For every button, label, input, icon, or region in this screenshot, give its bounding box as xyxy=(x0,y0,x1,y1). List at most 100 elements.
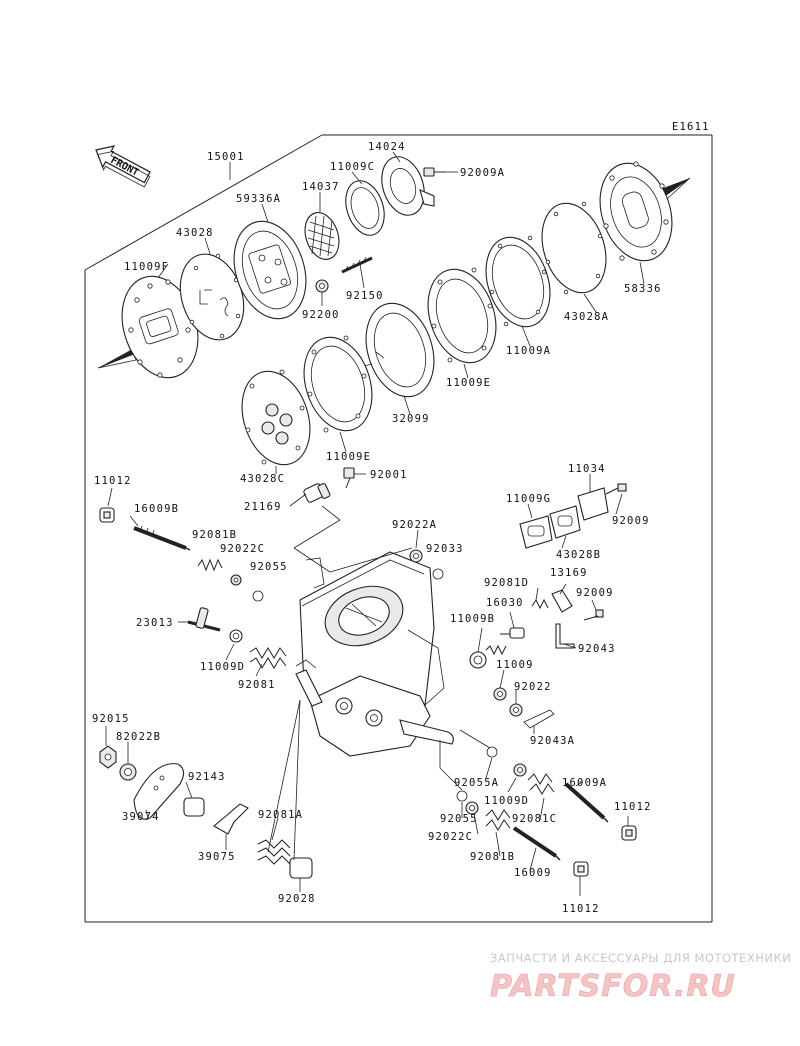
label-11009e-lower: 11009E xyxy=(326,451,371,463)
part-92150-bolt xyxy=(341,256,373,274)
label-11009b: 11009B xyxy=(450,613,495,625)
label-11012-lower: 11012 xyxy=(562,903,600,915)
label-92028: 92028 xyxy=(278,893,316,905)
label-16009a: 16009A xyxy=(562,777,607,789)
part-92043a-pin xyxy=(523,709,555,729)
part-11012-clip-lower xyxy=(573,861,589,877)
part-92009-screw-lower xyxy=(583,609,604,621)
label-11034: 11034 xyxy=(568,463,606,475)
label-32099: 32099 xyxy=(392,413,430,425)
label-11009a: 11009A xyxy=(506,345,551,357)
label-16009: 16009 xyxy=(514,867,552,879)
label-92055-lower: 92055 xyxy=(440,813,478,825)
part-11009d-oring-upper xyxy=(229,629,243,643)
part-92081d-spring xyxy=(531,598,549,610)
label-92001: 92001 xyxy=(370,469,408,481)
part-92009-screw-upper xyxy=(605,483,627,495)
part-92015-nut xyxy=(99,745,117,769)
part-43028b-gasket xyxy=(549,505,581,539)
part-11009f-plate xyxy=(121,275,199,379)
label-43028a: 43028A xyxy=(564,311,609,323)
label-92081b-upper: 92081B xyxy=(192,529,237,541)
part-11012-clip-middle xyxy=(621,825,637,841)
part-11009c-gasket xyxy=(345,180,385,236)
label-92009a: 92009A xyxy=(460,167,505,179)
part-32099-ring xyxy=(363,302,435,398)
part-11012-clip-upper xyxy=(99,507,115,523)
label-92150: 92150 xyxy=(346,290,384,302)
label-14024: 14024 xyxy=(368,141,406,153)
part-13169-lever xyxy=(551,589,573,613)
label-92009-upper: 92009 xyxy=(612,515,650,527)
part-16009-needle xyxy=(512,826,561,861)
watermark: ЗАПЧАСТИ И АКСЕССУАРЫ ДЛЯ МОТОТЕХНИКИ PA… xyxy=(490,951,791,1004)
label-11009c: 11009C xyxy=(330,161,375,173)
label-11012-upper: 11012 xyxy=(94,475,132,487)
part-92055a-oring xyxy=(486,746,498,758)
part-11009e-gasket-upper xyxy=(427,267,497,364)
label-92200: 92200 xyxy=(302,309,340,321)
label-92022: 92022 xyxy=(514,681,552,693)
label-21169: 21169 xyxy=(244,501,282,513)
part-92001-screw xyxy=(343,467,355,489)
part-92022c-washer-lower xyxy=(465,801,479,815)
label-39075: 39075 xyxy=(198,851,236,863)
label-15001: 15001 xyxy=(207,151,245,163)
part-92055-oring-lower xyxy=(456,790,468,802)
part-92200-washer xyxy=(315,279,329,293)
part-16030-valve xyxy=(500,627,525,639)
part-16009a-needle xyxy=(564,782,609,823)
label-92015: 92015 xyxy=(92,713,130,725)
label-23013: 23013 xyxy=(136,617,174,629)
label-11009f: 11009F xyxy=(124,261,169,273)
label-82022b: 82022B xyxy=(116,731,161,743)
part-labels: 15001 14024 11009C 92009A 14037 59336A 4… xyxy=(92,141,660,915)
part-92081c-spring xyxy=(527,773,555,795)
part-11034-cover xyxy=(577,487,609,521)
label-92081d: 92081D xyxy=(484,577,529,589)
label-92043: 92043 xyxy=(578,643,616,655)
diagram-frame xyxy=(84,134,713,923)
part-11009a-diaphragm xyxy=(485,235,551,328)
part-59336a-pump-body xyxy=(233,220,307,320)
part-11009e-gasket-lower xyxy=(303,335,373,433)
label-92055a: 92055A xyxy=(454,777,499,789)
label-92081: 92081 xyxy=(238,679,276,691)
part-11009b-oring xyxy=(469,651,487,669)
label-92022c-lower: 92022C xyxy=(428,831,473,843)
label-92043a: 92043A xyxy=(530,735,575,747)
label-11009e-upper: 11009E xyxy=(446,377,491,389)
part-92081b-spring-lower xyxy=(485,809,511,831)
part-16009b-needle xyxy=(133,525,191,551)
label-43028c: 43028C xyxy=(240,473,285,485)
part-14037-screen xyxy=(304,212,340,260)
part-39074-throttle-lever xyxy=(133,763,185,820)
part-92022c-washer-upper xyxy=(230,574,242,586)
label-13169: 13169 xyxy=(550,567,588,579)
part-92081b-spring-upper xyxy=(197,558,223,572)
part-92022-washer xyxy=(509,703,523,717)
part-11009d-oring-lower xyxy=(513,763,527,777)
label-92033: 92033 xyxy=(426,543,464,555)
part-82022b-washer xyxy=(119,763,137,781)
part-14024-cover xyxy=(381,156,435,216)
label-92143: 92143 xyxy=(188,771,226,783)
front-arrow-icon: FRONT xyxy=(95,145,151,188)
part-43028c-diaphragm xyxy=(241,369,311,466)
label-11009g: 11009G xyxy=(506,493,551,505)
label-16030: 16030 xyxy=(486,597,524,609)
part-92081-spring xyxy=(249,647,287,669)
part-21169-fitting xyxy=(303,483,331,503)
part-92043-pin xyxy=(555,623,575,649)
label-11012-middle: 11012 xyxy=(614,801,652,813)
leader-lines xyxy=(105,151,645,896)
label-11009: 11009 xyxy=(496,659,534,671)
label-43028: 43028 xyxy=(176,227,214,239)
part-92055-oring-upper xyxy=(252,590,264,602)
part-11009g-gasket xyxy=(519,515,553,549)
part-58336-cover xyxy=(599,161,673,262)
label-92055-upper: 92055 xyxy=(250,561,288,573)
label-39074: 39074 xyxy=(122,811,160,823)
part-92081a-spring xyxy=(257,839,291,865)
